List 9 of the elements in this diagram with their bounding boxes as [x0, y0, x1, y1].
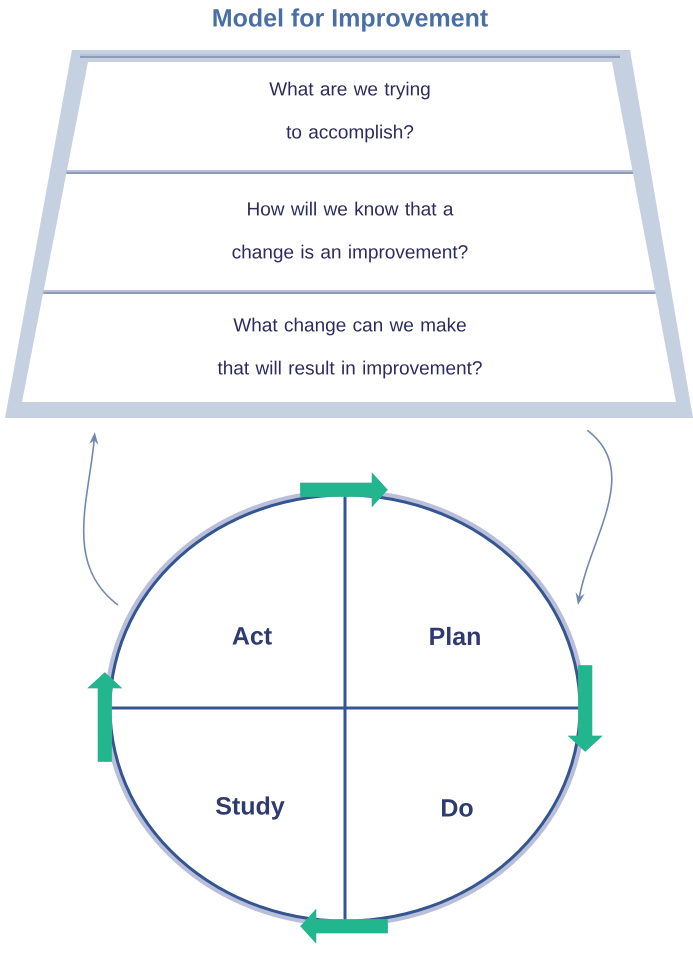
question-text: How will we know that a change is an improvement? — [232, 202, 468, 262]
quadrant: Plan — [344, 494, 582, 710]
quadrant: Act — [108, 494, 346, 710]
question-frame — [5, 50, 693, 418]
quadrant: Study — [108, 706, 346, 922]
question-text: What change can we make that will result in improvement? — [218, 318, 482, 378]
question-text: What are we trying to accomplish? — [269, 82, 430, 142]
title: Model for Improvement — [213, 8, 488, 32]
quadrant: Do — [344, 706, 582, 922]
